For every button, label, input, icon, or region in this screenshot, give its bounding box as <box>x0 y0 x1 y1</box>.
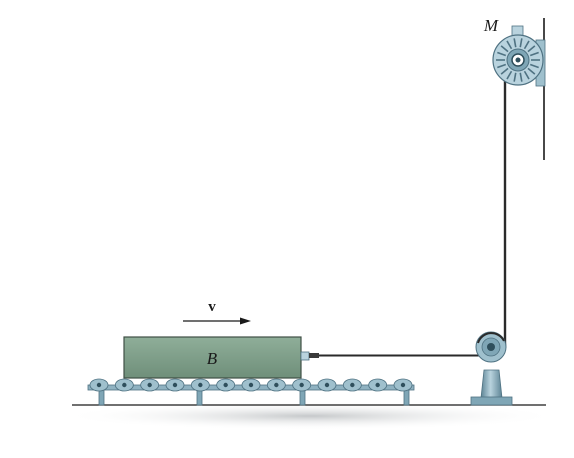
motor-fin <box>529 63 539 69</box>
roller-hub <box>400 382 406 388</box>
idler-pulley <box>470 331 513 406</box>
roller-hub <box>324 382 330 388</box>
roller-hub <box>299 382 304 388</box>
pulley-stand <box>480 369 503 399</box>
motor-fin <box>529 51 539 57</box>
roller-hub <box>122 382 127 388</box>
motor-fin <box>527 45 536 53</box>
motor-fin <box>500 67 509 75</box>
conveyor-rollers <box>89 378 413 392</box>
stand-base <box>470 396 513 406</box>
motor-m: M <box>483 16 546 87</box>
conveyor <box>87 378 415 406</box>
block-label: B <box>207 349 218 368</box>
motor-fin <box>519 38 523 48</box>
motor-fin <box>513 38 517 48</box>
motor-fin <box>527 67 536 75</box>
motor-fin <box>523 70 530 80</box>
motor-fins <box>496 38 540 82</box>
roller-hub <box>248 382 254 388</box>
motor-fin <box>497 51 507 57</box>
motor-fin <box>513 72 517 82</box>
block-hook <box>300 351 310 361</box>
roller-hub <box>172 382 178 388</box>
roller-hub <box>198 382 203 388</box>
roller-hub <box>350 382 355 388</box>
motor-fin <box>506 70 513 80</box>
cable-clamp <box>309 353 319 358</box>
motor-label: M <box>483 16 499 35</box>
motor-fin <box>506 40 513 50</box>
motor-fin <box>519 72 523 82</box>
roller-hub <box>96 382 102 388</box>
block-b: B <box>123 336 319 379</box>
roller-hub <box>147 382 152 388</box>
motor-fin <box>523 40 530 50</box>
motor-fin <box>497 63 507 69</box>
velocity-label: v <box>208 299 216 315</box>
roller-hub <box>274 382 279 388</box>
motor-fin <box>500 45 509 53</box>
velocity-arrow: v <box>183 299 251 325</box>
roller-hub <box>223 382 228 388</box>
roller-hub <box>375 382 380 388</box>
ground-shadow <box>60 402 560 430</box>
